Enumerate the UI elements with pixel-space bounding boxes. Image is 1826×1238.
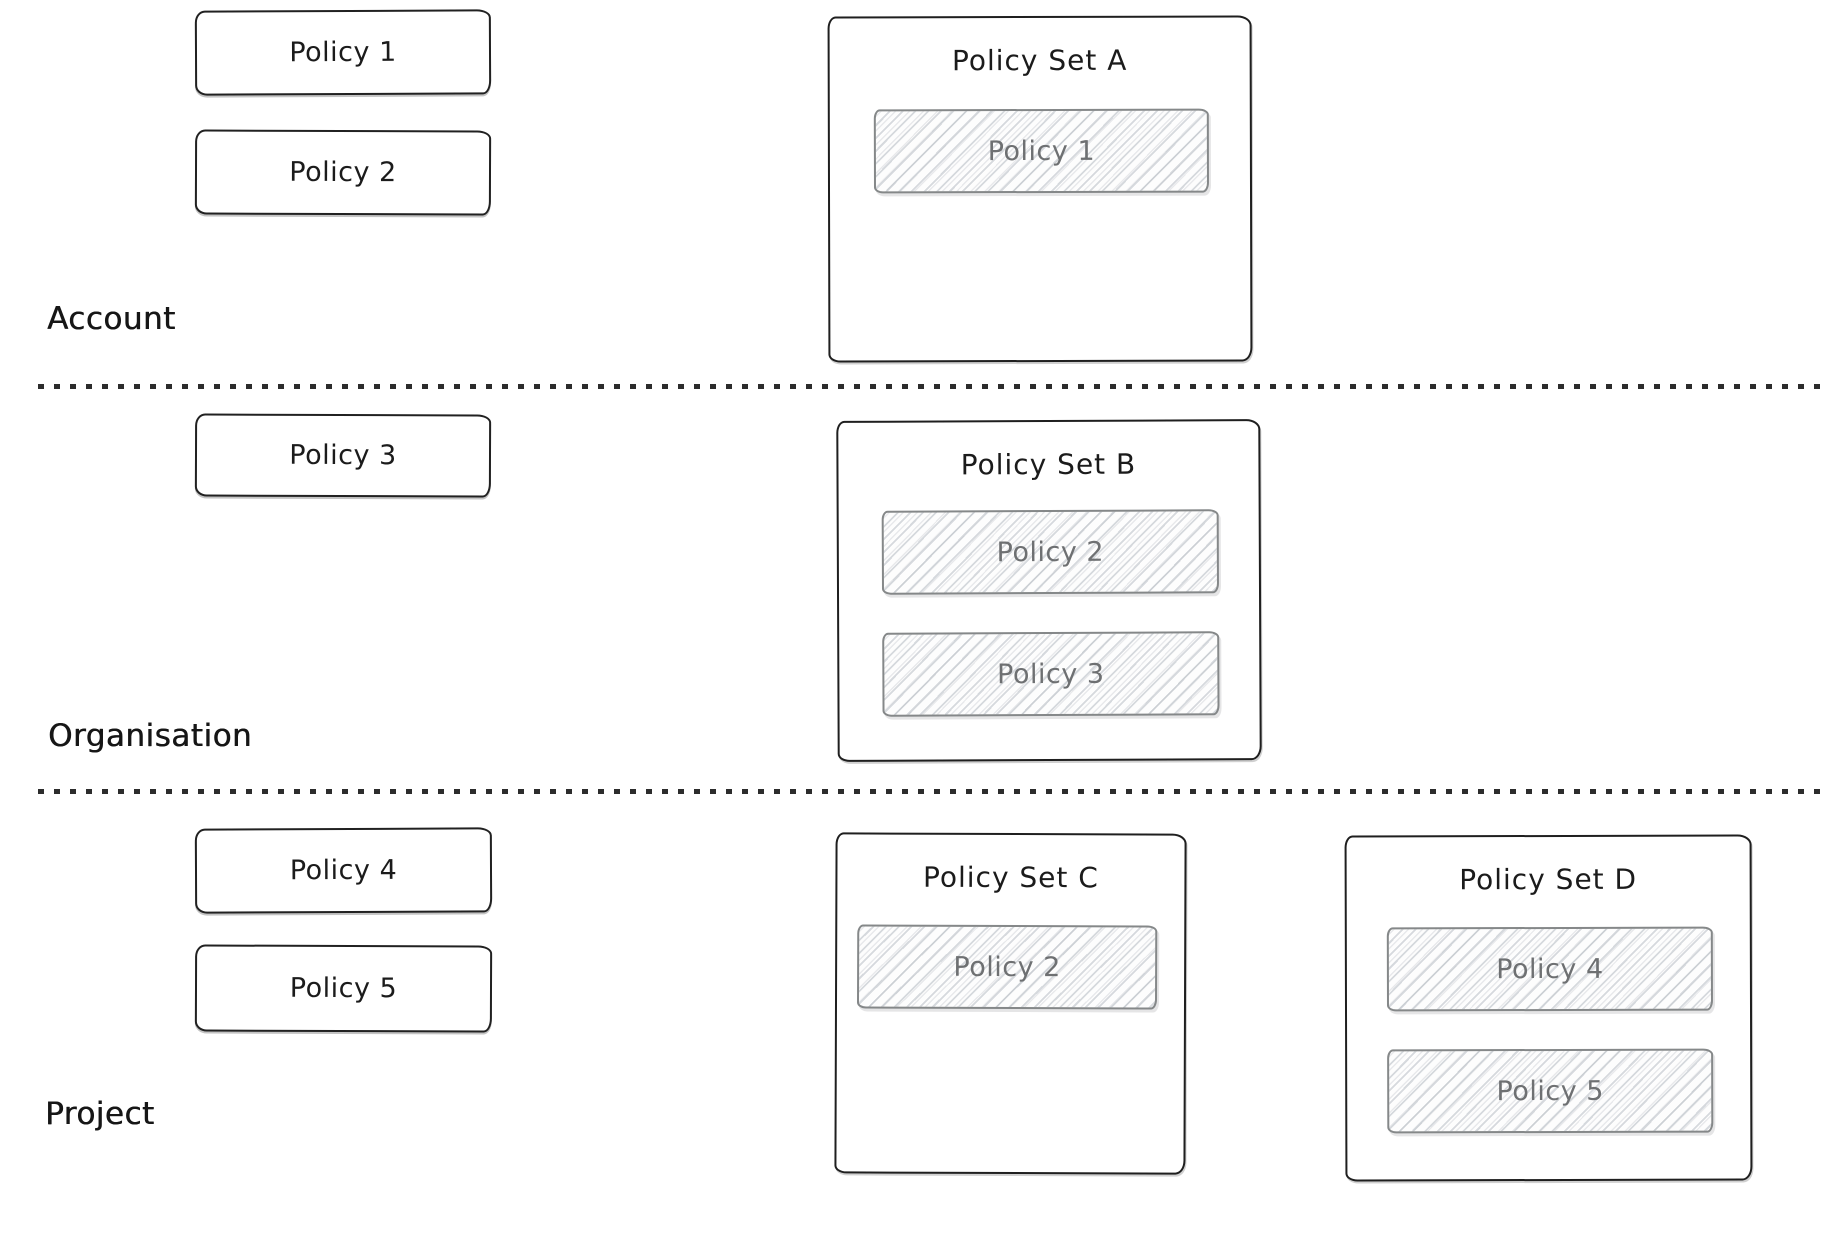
member-label: Policy 1 xyxy=(987,135,1096,167)
policy-set-c: Policy Set C Policy 2 xyxy=(834,832,1187,1175)
member-label: Policy 5 xyxy=(1496,1075,1604,1107)
policy-set-member: Policy 1 xyxy=(873,108,1210,194)
policy-card-label: Policy 5 xyxy=(289,972,398,1005)
section-label-account: Account xyxy=(47,301,176,337)
policy-set-member: Policy 2 xyxy=(881,509,1220,595)
policy-set-title: Policy Set C xyxy=(922,860,1099,895)
policy-set-member: Policy 4 xyxy=(1386,926,1714,1012)
policy-card-label: Policy 4 xyxy=(289,854,398,887)
section-label-project: Project xyxy=(45,1096,155,1132)
policy-set-member: Policy 3 xyxy=(882,631,1220,717)
policy-card-label: Policy 2 xyxy=(289,156,397,189)
member-label: Policy 2 xyxy=(996,536,1105,568)
policy-card-account-policy2: Policy 2 xyxy=(194,129,492,216)
policy-card-account-policy1: Policy 1 xyxy=(194,9,492,96)
policy-card-label: Policy 1 xyxy=(289,36,397,69)
policy-set-member: Policy 5 xyxy=(1387,1048,1714,1134)
member-label: Policy 4 xyxy=(1496,953,1604,985)
policy-set-member: Policy 2 xyxy=(856,924,1158,1010)
tier-divider-organisation-project xyxy=(38,789,1826,794)
section-label-organisation: Organisation xyxy=(48,718,253,754)
policy-set-title: Policy Set B xyxy=(960,447,1137,482)
policy-set-b: Policy Set B Policy 2 Policy 3 xyxy=(836,419,1262,762)
policy-set-title: Policy Set D xyxy=(1459,862,1638,897)
policy-card-organisation-policy3: Policy 3 xyxy=(194,413,492,498)
policy-set-a: Policy Set A Policy 1 xyxy=(827,15,1253,363)
member-label: Policy 3 xyxy=(997,658,1105,690)
policy-card-project-policy5: Policy 5 xyxy=(194,944,493,1033)
policy-card-label: Policy 3 xyxy=(289,439,397,472)
member-label: Policy 2 xyxy=(953,951,1061,983)
policy-set-d: Policy Set D Policy 4 Policy 5 xyxy=(1344,834,1753,1182)
tier-divider-account-organisation xyxy=(38,384,1826,389)
policy-set-title: Policy Set A xyxy=(951,43,1128,78)
policy-card-project-policy4: Policy 4 xyxy=(194,827,493,914)
